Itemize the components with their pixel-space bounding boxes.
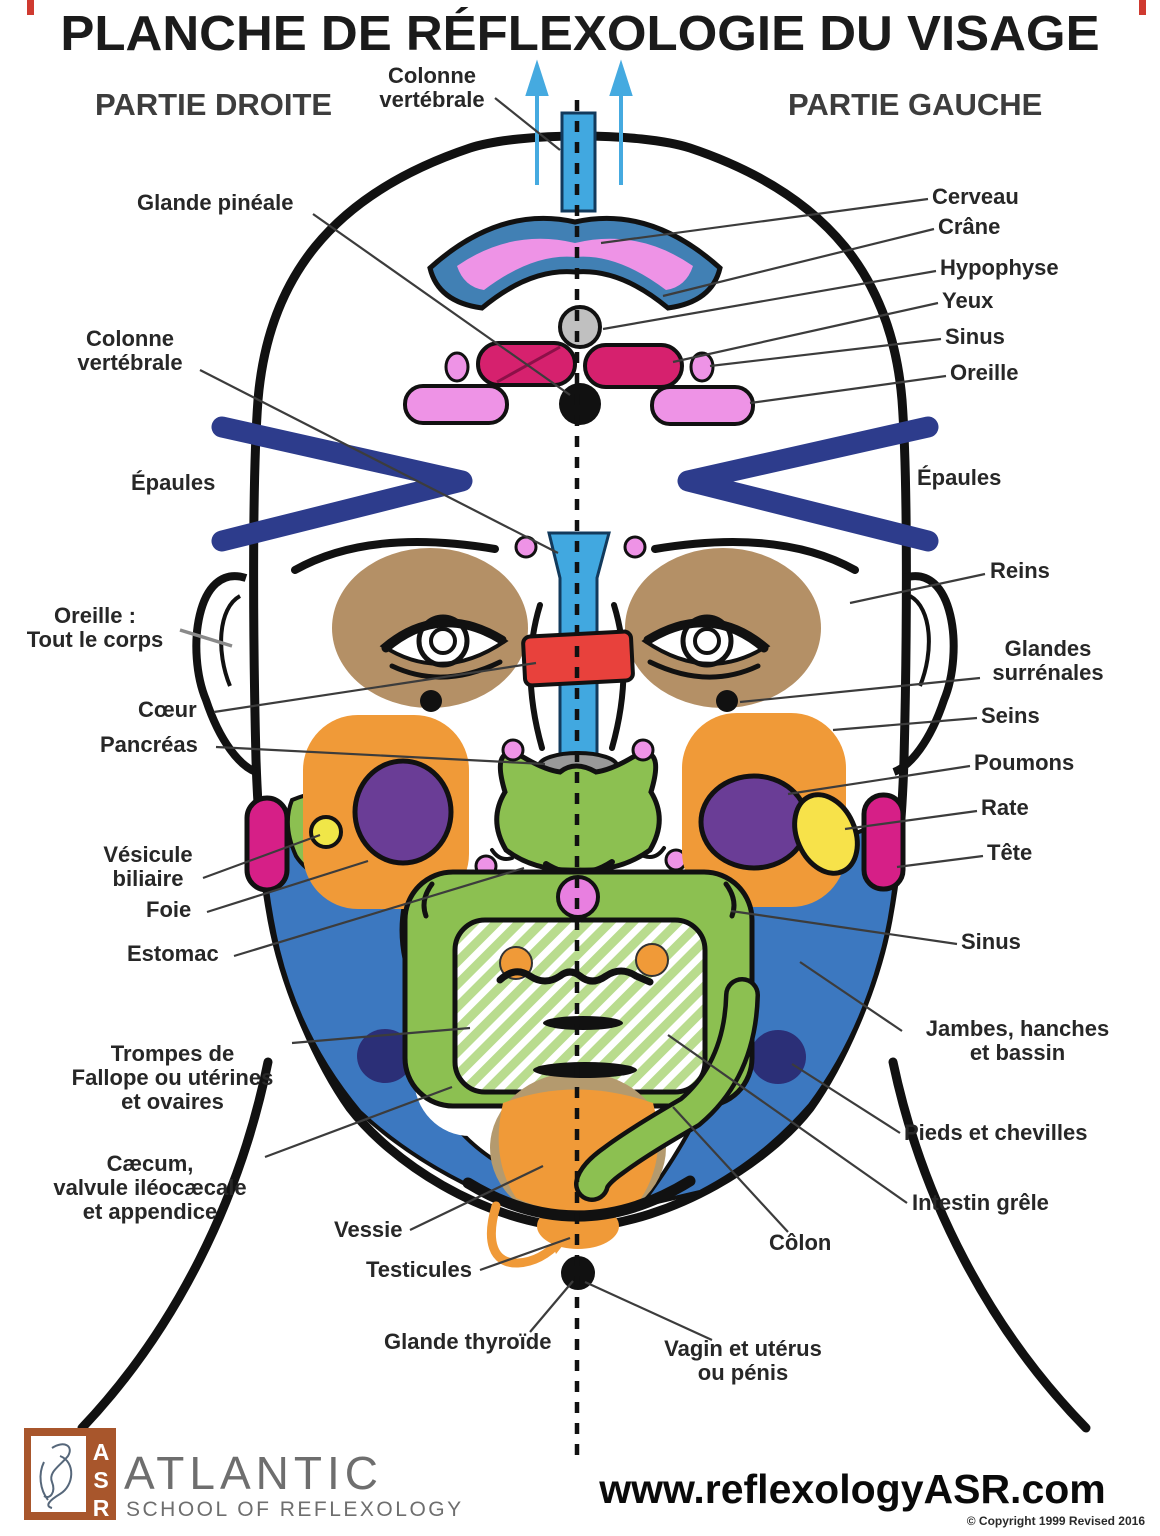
label-pieds-et-chevilles: Pieds et chevilles [904, 1120, 1088, 1145]
zone-vesicule [309, 815, 343, 849]
label-testicules: Testicules [366, 1257, 472, 1282]
label-glande-pineale: Glande pinéale [137, 190, 294, 215]
zone-hypophyse [558, 305, 602, 349]
label-hypophyse: Hypophyse [940, 255, 1059, 280]
zone-sinus-dots [444, 351, 715, 383]
website-url: www.reflexologyASR.com [599, 1466, 1106, 1512]
school-subtitle: SCHOOL OF REFLEXOLOGY [126, 1498, 464, 1521]
label-sinus: Sinus [945, 324, 1005, 349]
zone-tete-pills [244, 792, 906, 893]
label-rate: Rate [981, 795, 1029, 820]
label-vesicule-biliaire: Vésicule biliaire [103, 842, 193, 892]
zone-poumons-right [698, 773, 810, 871]
label-foie: Foie [146, 897, 192, 922]
zone-cerveau [457, 238, 693, 290]
poster-title: PLANCHE DE RÉFLEXOLOGIE DU VISAGE [60, 7, 1100, 61]
label-partie-droite: PARTIE DROITE [95, 87, 333, 122]
zone-colon-tube [574, 977, 760, 1202]
label-cerveau: Cerveau [932, 184, 1019, 209]
mouth-crease-1 [543, 1016, 623, 1030]
label-sinus-2: Sinus [961, 929, 1021, 954]
label-glande-thyroide: Glande thyroïde [384, 1329, 552, 1354]
label-colon: Côlon [769, 1230, 832, 1255]
label-colonne-vertebrale: Colonne vertébrale [77, 326, 183, 376]
logo-acronym: A S R [92, 1439, 110, 1522]
zone-yeux [476, 341, 684, 389]
label-crane: Crâne [938, 214, 1001, 239]
neck-lines [77, 1057, 1091, 1433]
label-oreille: Oreille [950, 360, 1019, 385]
crop-mark-left [27, 0, 34, 15]
label-glandes-surrenales: Glandes surrénales [992, 636, 1104, 686]
zone-surrenale-left [420, 690, 442, 712]
mouth-wavy-line [496, 967, 654, 986]
label-partie-gauche: PARTIE GAUCHE [788, 87, 1043, 122]
zone-poumons-left [352, 758, 454, 866]
zone-pieds-right [750, 1030, 806, 1084]
right-eye [641, 614, 771, 680]
mouth-crease-2 [533, 1062, 637, 1078]
mouth-corner-marks [421, 881, 737, 919]
label-reins: Reins [990, 558, 1050, 583]
zone-crane [427, 215, 723, 311]
crop-mark-right [1139, 0, 1146, 15]
label-epaules-left: Épaules [131, 470, 216, 495]
zone-glande-pineale [559, 383, 601, 425]
label-tete: Tête [987, 840, 1033, 865]
zone-oreille-pills [403, 384, 755, 426]
label-seins: Seins [981, 703, 1040, 728]
label-caecum: Cæcum, valvule iléocæcale et appendice [53, 1151, 247, 1225]
label-vagin-uterus: Vagin et utérus ou pénis [664, 1336, 822, 1386]
zone-pieds-left [357, 1029, 413, 1083]
label-yeux: Yeux [942, 288, 994, 313]
label-trompes: Trompes de Fallope ou utérines et ovaire… [71, 1041, 274, 1115]
eyebrows [291, 538, 859, 574]
zone-epaules [211, 416, 939, 552]
label-poumons: Poumons [974, 750, 1075, 775]
zone-surrenale-right [716, 690, 738, 712]
leader-lines [179, 97, 986, 1342]
spine-arrows [525, 59, 633, 185]
label-vessie: Vessie [334, 1217, 403, 1242]
cheek-accents [490, 846, 666, 861]
label-intestin-grele: Intestin grêle [912, 1190, 1049, 1215]
label-estomac: Estomac [127, 941, 219, 966]
copyright-text: © Copyright 1999 Revised 2016 [966, 1514, 1145, 1528]
brow-dots [514, 535, 647, 559]
zone-estomac [494, 751, 662, 873]
label-pancreas: Pancréas [100, 732, 198, 757]
label-epaules-right: Épaules [917, 465, 1002, 490]
label-colonne-vertebrale-top: Colonne vertébrale [379, 63, 485, 113]
label-coeur: Cœur [138, 697, 197, 722]
label-jambes-hanches-bassin: Jambes, hanches et bassin [925, 1016, 1110, 1066]
asr-logo [24, 1428, 116, 1520]
label-oreille-tout-le-corps: Oreille : Tout le corps [26, 603, 164, 653]
school-name: ATLANTIC [124, 1447, 383, 1499]
left-ear [192, 572, 258, 776]
zone-rate [792, 792, 860, 876]
left-eye [379, 614, 509, 680]
